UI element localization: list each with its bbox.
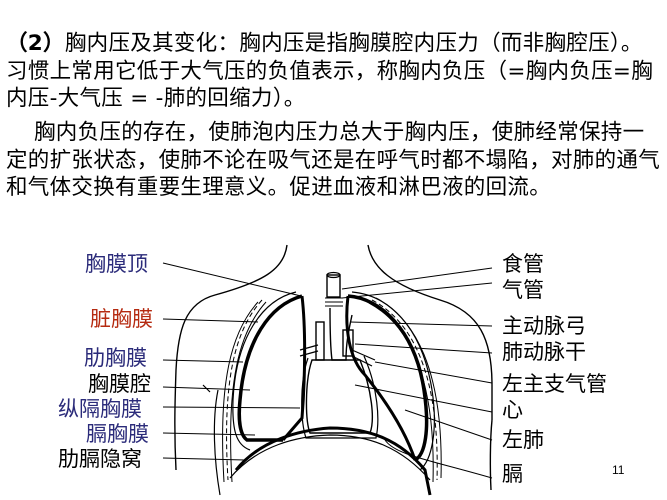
label-diaphragmatic-pleura: 膈胸膜 — [86, 422, 149, 446]
label-left-lung: 左肺 — [502, 428, 544, 452]
label-visceral-pleura: 脏胸膜 — [90, 307, 153, 331]
label-pulmonary-trunk: 肺动脉干 — [502, 340, 586, 364]
label-left-main-bronchus: 左主支气管 — [502, 372, 607, 396]
label-mediastinal-pleura: 纵隔胸膜 — [58, 397, 142, 421]
label-costodiaphragmatic-recess: 肋膈隐窝 — [58, 447, 142, 471]
label-diaphragm: 膈 — [502, 462, 523, 486]
paragraph-negative-pressure-significance: 胸内负压的存在，使肺泡内压力总大于胸内压，使肺经常保持一定的扩张状态，使肺不论在… — [6, 119, 661, 202]
label-aortic-arch: 主动脉弓 — [502, 314, 586, 338]
label-costal-pleura: 肋胸膜 — [84, 346, 147, 370]
label-heart: 心 — [502, 398, 523, 422]
section-number: （2） — [6, 31, 65, 56]
paragraph1-text: 胸内压及其变化：胸内压是指胸膜腔内压力（而非胸腔压）。习惯上常用它低于大气压的负… — [6, 31, 654, 111]
label-pleural-cavity: 胸膜腔 — [88, 372, 151, 396]
paragraph2-text: 胸内负压的存在，使肺泡内压力总大于胸内压，使肺经常保持一定的扩张状态，使肺不论在… — [6, 120, 661, 200]
paragraph-intrathoracic-pressure: （2）胸内压及其变化：胸内压是指胸膜腔内压力（而非胸腔压）。习惯上常用它低于大气… — [6, 30, 661, 113]
label-esophagus: 食管 — [502, 252, 544, 276]
label-cupula-of-pleura: 胸膜顶 — [85, 252, 148, 276]
label-trachea: 气管 — [502, 278, 544, 302]
page-number: 11 — [612, 463, 625, 477]
thorax-pleura-diagram — [162, 244, 493, 496]
